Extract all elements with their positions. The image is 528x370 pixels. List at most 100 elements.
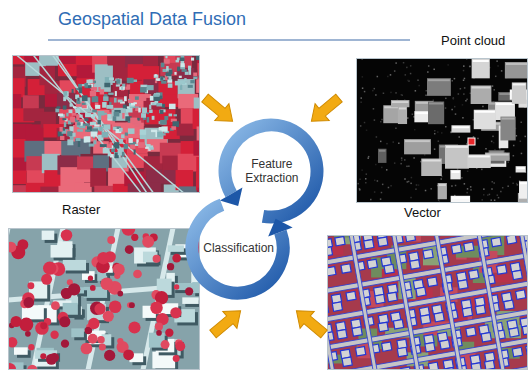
building-edge [405,140,430,142]
tree-crown [104,350,115,361]
urban-pixel [180,58,185,62]
cycle-arrow-node: Classification [180,190,295,305]
point-sample [380,141,382,143]
urban-pixel [62,118,66,120]
building-points [451,125,470,132]
point-sample [375,94,377,96]
road [327,359,528,370]
tree-crown [99,344,106,351]
urban-pixel [179,76,182,78]
building-points [516,166,526,172]
tree-crown [142,236,154,248]
building-roof [182,297,198,304]
urban-pixel [135,104,142,106]
tree-crown [175,341,185,351]
urban-pixel [77,122,80,125]
tree-crown [88,276,93,281]
point-cloud-image [356,58,528,203]
urban-pixel [169,76,171,81]
point-sample [390,74,392,76]
point-sample [370,199,372,201]
urban-pixel [77,101,81,104]
field-patch [12,94,21,108]
point-sample [465,100,467,102]
urban-pixel [109,77,114,80]
house-polygon [387,369,397,370]
point-sample [380,121,382,123]
point-sample [406,67,408,69]
point-sample [452,80,454,82]
tree-crown [107,236,115,244]
house-polygon [462,307,472,316]
house-polygon [423,249,433,258]
point-sample [445,98,447,100]
urban-pixel [93,81,96,84]
building-points [512,82,527,103]
urban-pixel [86,80,92,84]
point-sample [463,93,465,95]
urban-pixel [165,76,167,81]
urban-pixel [161,81,166,84]
image-frame [357,59,528,203]
point-sample [362,76,364,78]
urban-pixel [166,72,172,76]
house-polygon [332,302,342,311]
urban-pixel [135,124,140,127]
urban-pixel [104,83,110,88]
input-arrow [289,302,331,342]
house-polygon [346,291,356,300]
cycle-arrowhead [220,188,243,207]
building-roof [14,347,28,354]
point-sample [375,164,377,166]
point-sample [366,173,368,175]
point-sample [413,157,415,159]
urban-pixel [128,100,134,103]
tree-crown [167,263,174,270]
house-polygon [378,322,388,331]
urban-pixel [134,150,136,155]
urban-pixel [185,72,189,75]
point-sample [454,106,456,108]
building-edge [379,150,385,152]
tree-crown [59,316,70,327]
house-polygon [428,362,438,370]
road [469,235,508,370]
urban-pixel [125,87,129,90]
house-polygon [337,330,347,339]
building-points [428,101,444,124]
urban-pixel [128,128,135,134]
point-sample [404,178,406,180]
urban-pixel [63,105,67,109]
urban-pixel [151,130,157,133]
point-sample [466,99,468,101]
point-sample [500,191,502,193]
point-sample [377,180,379,182]
tree-crown [41,274,52,285]
urban-pixel [149,147,153,149]
marker-point [468,138,475,145]
point-sample [386,169,388,171]
building-edge [422,160,441,162]
tree-crown [97,252,109,264]
point-sample [415,90,417,92]
urban-pixel [147,117,150,122]
point-sample [463,70,465,72]
point-sample [382,184,384,186]
urban-pixel [153,94,159,97]
house-polygon [420,315,430,324]
urban-pixel [67,131,72,136]
urban-pixel [79,87,82,93]
tree-crown [156,330,162,336]
point-sample [441,132,443,134]
point-sample [381,119,383,121]
building-points [404,139,431,154]
point-sample [464,87,466,89]
urban-pixel [140,129,146,134]
urban-pixel [169,104,176,109]
house-polygon [444,367,454,370]
point-sample [513,155,515,157]
point-sample [464,183,466,185]
point-sample [394,162,396,164]
building-roof [42,231,55,240]
vegetation-patch [495,274,513,282]
